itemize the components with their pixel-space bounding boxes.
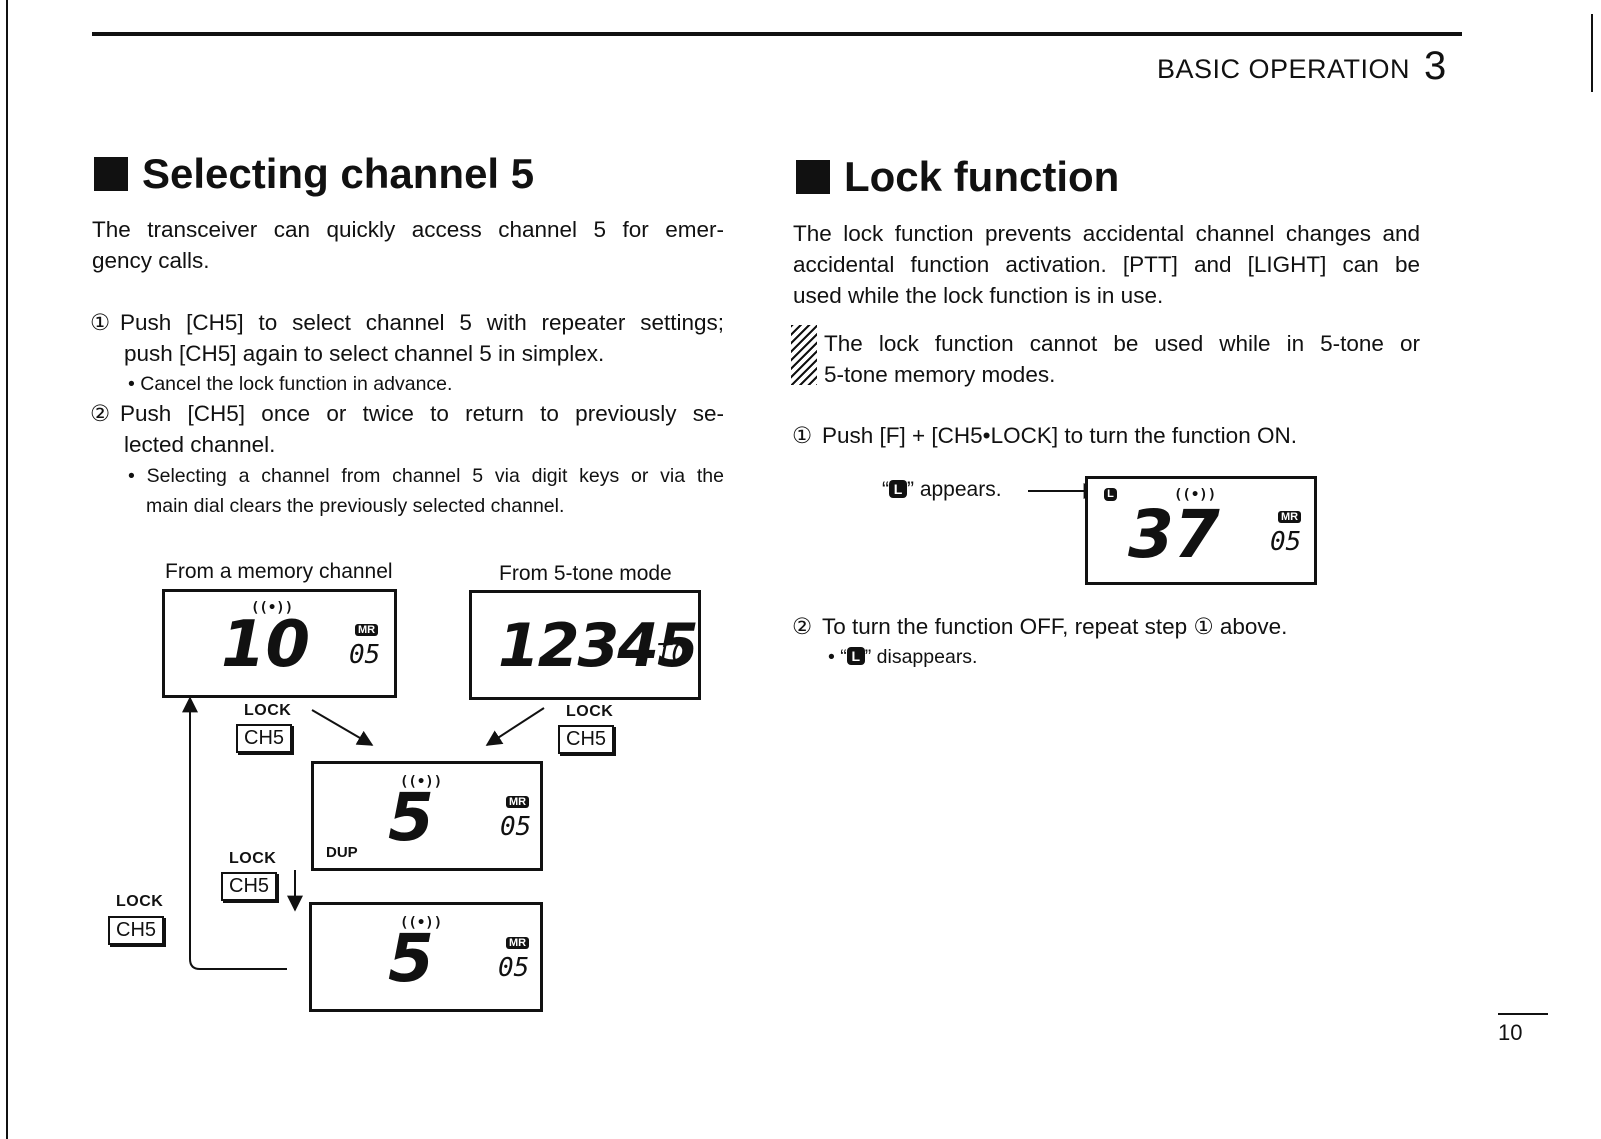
- key-lock-label: LOCK: [244, 702, 292, 719]
- signal-icon: ((•)): [251, 600, 294, 616]
- mr-badge: MR: [1278, 511, 1302, 523]
- right-step-2-note: • “L” disappears.: [828, 642, 977, 672]
- lock-icon: L: [1104, 488, 1117, 501]
- key-lock-label: LOCK: [116, 893, 164, 910]
- arrow-memory-to-ch5: [311, 709, 374, 746]
- right-note: The lock function cannot be used while i…: [824, 328, 1420, 390]
- note-bullet: • “: [828, 646, 847, 668]
- lcd-sub-digits: 05: [498, 953, 530, 983]
- signal-icon: ((•)): [400, 774, 443, 790]
- ch5-key: CH5: [108, 916, 165, 945]
- lcd-tone-suffix: TO: [656, 639, 688, 669]
- lcd-sub-digits: 05: [1270, 527, 1302, 557]
- signal-icon: ((•)): [1174, 487, 1217, 503]
- right-step-2: ② To turn the function OFF, repeat step ①…: [792, 611, 1287, 642]
- lock-icon: L: [889, 480, 907, 498]
- left-step-2: ② Push [CH5] once or twice to return to p…: [90, 398, 724, 460]
- section-bullet-icon: [94, 157, 128, 191]
- text-line: gency calls.: [92, 248, 210, 273]
- right-intro: The lock function prevents accidental ch…: [793, 218, 1420, 311]
- text-line: Push [CH5] to select channel 5 with repe…: [120, 310, 724, 335]
- signal-icon: ((•)): [400, 915, 443, 931]
- left-step-1-note: • Cancel the lock function in advance.: [128, 373, 453, 395]
- text-line: accidental function activation. [PTT] an…: [793, 252, 1420, 277]
- lcd-sub-digits: 05: [349, 640, 381, 670]
- caption-memory-channel: From a memory channel: [165, 560, 393, 583]
- section-title-channel5: Selecting channel 5: [94, 150, 534, 198]
- text-line: used while the lock function is in use.: [793, 283, 1164, 308]
- lcd-channel-digit: 5: [388, 920, 434, 997]
- section-bullet-icon: [796, 160, 830, 194]
- text-line: The transceiver can quickly access chann…: [92, 217, 724, 242]
- left-step-1: ① Push [CH5] to select channel 5 with rep…: [90, 307, 724, 369]
- text-line: Push [CH5] once or twice to return to pr…: [120, 401, 724, 426]
- lcd-memory-channel: ((•)) 10 MR 05: [162, 589, 397, 698]
- text-line: The lock function cannot be used while i…: [824, 331, 1420, 356]
- header-rule: [92, 32, 1462, 36]
- arrow-tone-to-ch5: [485, 707, 545, 746]
- note-hatch-icon: [791, 325, 817, 385]
- step-number: ①: [792, 423, 813, 448]
- chapter-number: 3: [1424, 44, 1447, 88]
- lcd-channel-digits: 10: [221, 608, 311, 682]
- left-step-2-note: • Selecting a channel from channel 5 via…: [128, 461, 724, 521]
- ch5-key: CH5: [236, 724, 293, 753]
- page-number: 10: [1498, 1020, 1523, 1045]
- mr-badge: MR: [506, 937, 530, 949]
- mr-badge: MR: [506, 796, 530, 808]
- section-title-text: Selecting channel 5: [142, 150, 535, 197]
- lcd-tone-digits: 12345: [498, 611, 699, 681]
- arrow-simplex-back-to-memory: [182, 696, 287, 970]
- text-line: lected channel.: [124, 432, 276, 457]
- section-title-text: Lock function: [844, 153, 1120, 200]
- lock-icon: L: [846, 647, 865, 665]
- lcd-sub-digits: 05: [500, 812, 532, 842]
- key-lock-label: LOCK: [566, 703, 614, 720]
- lcd-channel-digit: 5: [388, 779, 434, 856]
- lcd-channel-5-dup: ((•)) 5 MR 05 DUP: [311, 761, 543, 871]
- key-lock-label: LOCK: [229, 850, 277, 867]
- lcd-5-tone: 12345 TO: [469, 590, 701, 700]
- lcd-lock-display: L ((•)) 37 MR 05: [1085, 476, 1317, 585]
- disappears-text: ” disappears.: [864, 646, 978, 668]
- text-line: 5-tone memory modes.: [824, 362, 1056, 387]
- page-edge-line: [6, 0, 8, 1139]
- text-line: To turn the function OFF, repeat step ① …: [822, 614, 1288, 639]
- text-line: main dial clears the previously selected…: [146, 495, 565, 517]
- text-line: push [CH5] again to select channel 5 in …: [124, 341, 605, 366]
- step-number: ②: [792, 614, 813, 639]
- ch5-key: CH5: [221, 872, 278, 901]
- right-step-1: ① Push [F] + [CH5•LOCK] to turn the funct…: [792, 420, 1297, 451]
- quote-mark: “: [882, 478, 889, 501]
- page-edge-line-right: [1591, 14, 1593, 92]
- page-number-rule: [1498, 1013, 1548, 1015]
- caption-5-tone-mode: From 5-tone mode: [499, 562, 672, 585]
- lcd-channel-digits: 37: [1128, 496, 1220, 573]
- text-line: The lock function prevents accidental ch…: [793, 221, 1420, 246]
- step-number: ①: [90, 310, 111, 335]
- text-line: • Selecting a channel from channel 5 via…: [128, 465, 724, 487]
- mr-badge: MR: [355, 624, 379, 636]
- appears-text: ” appears.: [907, 478, 1002, 501]
- text-line: Push [F] + [CH5•LOCK] to turn the functi…: [822, 423, 1297, 448]
- section-title-lock: Lock function: [796, 153, 1119, 201]
- lcd-channel-5-simplex: ((•)) 5 MR 05: [309, 902, 543, 1012]
- left-intro: The transceiver can quickly access chann…: [92, 214, 724, 276]
- lock-appears-label: “L” appears.: [882, 478, 1002, 502]
- step-number: ②: [90, 401, 111, 426]
- ch5-key: CH5: [558, 725, 615, 754]
- dup-label: DUP: [326, 844, 358, 861]
- running-header: BASIC OPERATION: [1156, 54, 1410, 84]
